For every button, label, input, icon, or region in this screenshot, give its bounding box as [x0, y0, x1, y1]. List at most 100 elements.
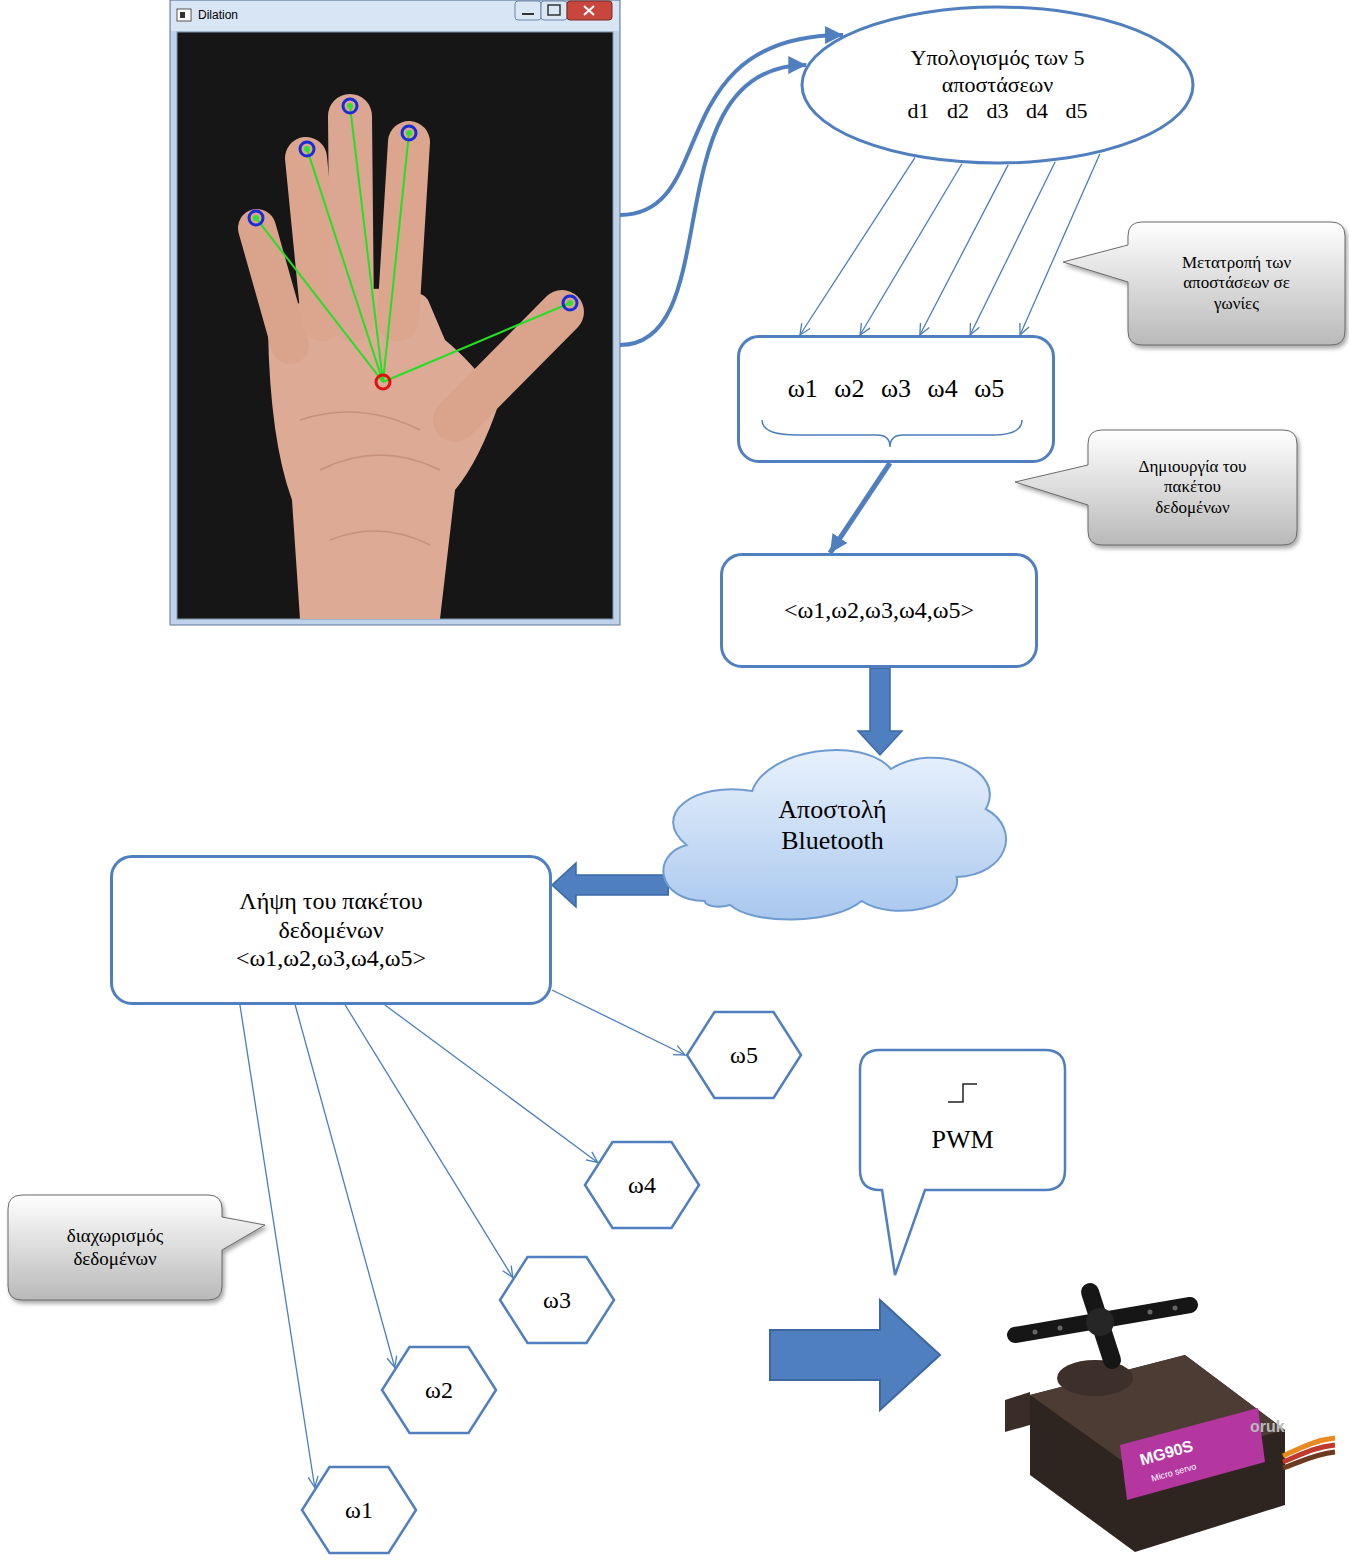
cloud-shape-outline [650, 725, 1015, 925]
thin-arrow [970, 162, 1055, 335]
speech-bubble: PWM [860, 1050, 1065, 1190]
callout-outline [1063, 222, 1345, 345]
fingertip-dot [347, 103, 353, 109]
text-group: Dilation [198, 8, 238, 22]
thin-arrow [1020, 154, 1100, 335]
servo-hub [1086, 1308, 1114, 1336]
servo-horn [1015, 1305, 1190, 1335]
servo-wire [1283, 1452, 1335, 1468]
node-text: ω4 [628, 1171, 656, 1200]
hexagon-node: ω2 [380, 1345, 498, 1435]
callout-box: διαχωρισμός δεδομένων [8, 1195, 222, 1300]
maximize-button [541, 1, 567, 20]
text-group: ω5 [730, 1041, 758, 1070]
text-group: ω2 [425, 1376, 453, 1405]
text-group: ω4 [628, 1171, 656, 1200]
servo-tab [1005, 1392, 1030, 1432]
text-group: Δημιουργία του πακέτου δεδομένων [1125, 457, 1260, 518]
distance-line [383, 303, 570, 382]
horn-hole [1033, 1330, 1038, 1335]
rounded-box: Λήψη του πακέτου δεδομένων<ω1,ω2,ω3,ω4,ω… [110, 855, 552, 1005]
horn-hole [1173, 1306, 1178, 1311]
distance-line [256, 218, 383, 382]
palm-crease [300, 412, 440, 545]
fingertip-markers [249, 99, 577, 310]
text-group: PWM [931, 1124, 993, 1155]
horn-hole [1148, 1310, 1153, 1315]
node-text: διαχωρισμός δεδομένων [45, 1225, 185, 1271]
node-text: Αποστολή Bluetooth [748, 794, 918, 856]
servo-body [1030, 1355, 1285, 1552]
close-icon [584, 6, 594, 15]
title-bar [171, 1, 619, 31]
node-text: Υπολογισμός των 5 αποστάσεων [885, 45, 1110, 98]
distance-line [383, 133, 409, 382]
thin-arrow [800, 158, 915, 335]
callout-box: Δημιουργία του πακέτου δεδομένων [1088, 430, 1297, 545]
text-group: ω3 [543, 1286, 571, 1315]
distance-line [350, 106, 383, 382]
ellipse-node: Υπολογισμός των 5 αποστάσεωνd1 d2 d3 d4 … [800, 5, 1195, 165]
bubble-outline [860, 1050, 1065, 1275]
servo-illustration [1005, 1292, 1335, 1552]
hexagon-outline [382, 1347, 496, 1433]
close-icon [584, 6, 594, 15]
node-text: PWM [931, 1124, 993, 1155]
thick-arrow [830, 463, 890, 553]
minimize-icon [522, 13, 534, 15]
palm-center-marker [376, 375, 390, 389]
thick-arrow [620, 65, 806, 345]
block-arrow [552, 863, 668, 907]
rounded-box: <ω1,ω2,ω3,ω4,ω5> [720, 553, 1038, 668]
cloud-shape: Αποστολή Bluetooth [650, 725, 1015, 925]
node-text: d1 d2 d3 d4 d5 [908, 98, 1088, 124]
node-text: Λήψη του πακέτου δεδομένων [206, 887, 456, 945]
hexagon-outline [585, 1142, 699, 1228]
block-arrow [858, 668, 902, 755]
finger [257, 228, 290, 345]
window-screenshot [170, 0, 620, 625]
thin-arrow [345, 1005, 513, 1278]
hexagon-outline [500, 1257, 614, 1343]
text-group: Λήψη του πακέτου δεδομένων<ω1,ω2,ω3,ω4,ω… [206, 887, 456, 973]
hexagon-outline [302, 1467, 416, 1553]
text-group: διαχωρισμός δεδομένων [45, 1225, 185, 1271]
thin-arrow [295, 1005, 395, 1368]
thin-arrow [552, 990, 685, 1055]
thin-arrow [920, 165, 1008, 335]
node-text: Δημιουργία του πακέτου δεδομένων [1125, 457, 1260, 518]
ellipse-outline [802, 7, 1193, 163]
text-group: Μετατροπή των αποστάσεων σε γωνίες [1162, 253, 1312, 314]
window-frame: Dilation [170, 0, 620, 625]
hexagon-node: ω1 [300, 1465, 418, 1555]
hexagon-outline [687, 1012, 801, 1098]
node-text: Μετατροπή των αποστάσεων σε γωνίες [1162, 253, 1312, 314]
fingertip-dots [253, 103, 573, 306]
node-text: ω2 [425, 1376, 453, 1405]
node-text: <ω1,ω2,ω3,ω4,ω5> [784, 596, 974, 625]
curly-brace [762, 420, 1022, 447]
fingertip-dot [304, 146, 310, 152]
distance-line [307, 149, 383, 382]
window-icon [180, 12, 185, 18]
pwm-pulse-symbol [948, 1084, 977, 1102]
horn-hole [1058, 1326, 1063, 1331]
speech-bubble-outline [860, 1050, 1065, 1190]
fingertip-marker [343, 99, 357, 113]
callout-outline [8, 1195, 265, 1300]
callout-outline [1015, 430, 1297, 545]
node-text: <ω1,ω2,ω3,ω4,ω5> [236, 944, 426, 973]
fingertip-marker [402, 126, 416, 140]
window-border [170, 0, 620, 625]
hexagon-node: ω3 [498, 1255, 616, 1345]
hexagon-node: ω4 [583, 1140, 701, 1230]
node-text: ω5 [730, 1041, 758, 1070]
thin-arrow [385, 1005, 598, 1163]
cloud-outline [663, 750, 1006, 920]
watermark: oruk [1250, 1418, 1285, 1436]
text-group: ω1 [345, 1496, 373, 1525]
fingertip-marker [249, 211, 263, 225]
fingertip-marker [563, 296, 577, 310]
finger [350, 116, 352, 320]
fingertip-dot [406, 130, 412, 136]
